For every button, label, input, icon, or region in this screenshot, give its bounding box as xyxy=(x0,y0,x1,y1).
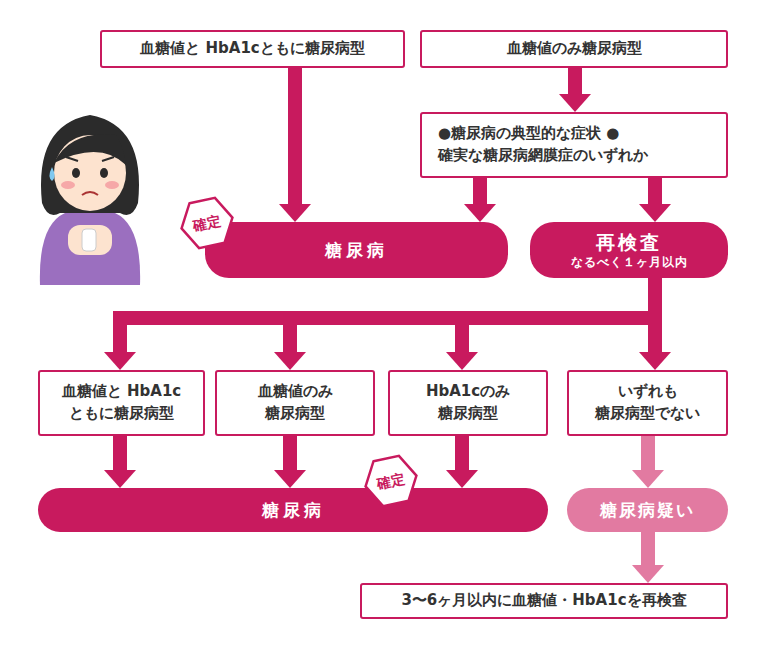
arrow-head xyxy=(104,352,136,370)
node-text: HbA1cのみ 糖尿病型 xyxy=(400,381,536,425)
node-text: 血糖値と HbA1c ともに糖尿病型 xyxy=(50,381,193,425)
node-text: 再検査 xyxy=(596,230,662,255)
node-text: 糖尿病疑い xyxy=(600,498,695,523)
retest-band: 再検査なるべく１ヶ月以内 xyxy=(530,222,728,278)
arrow-head xyxy=(274,352,306,370)
hands xyxy=(68,225,112,255)
hair xyxy=(41,115,139,215)
arrow-head xyxy=(632,565,664,583)
arrow-head xyxy=(639,352,671,370)
hexagon xyxy=(177,195,237,251)
arrow-head xyxy=(632,470,664,488)
sweater xyxy=(40,213,140,285)
arrow-head xyxy=(446,470,478,488)
flow-arrow xyxy=(632,435,664,488)
criteria-box: 血糖値のみ糖尿病型 xyxy=(420,30,728,68)
diagnosis-band: 糖尿病 xyxy=(205,222,508,278)
flow-arrow xyxy=(639,177,671,222)
node-text: いずれも 糖尿病型でない xyxy=(579,381,716,425)
node-text: 血糖値のみ 糖尿病型 xyxy=(227,381,363,425)
arrow-shaft xyxy=(462,277,655,353)
face xyxy=(54,135,126,211)
arrow-head xyxy=(279,204,311,222)
arrow-shaft xyxy=(568,67,582,95)
arrow-shaft xyxy=(290,277,655,353)
result-box: 血糖値と HbA1c ともに糖尿病型 xyxy=(38,370,205,436)
retest-note-box: 3〜6ヶ月以内に血糖値・HbA1cを再検査 xyxy=(360,583,728,619)
eyebrows xyxy=(66,157,114,161)
confirm-badge: 確定 xyxy=(180,198,234,248)
cheek xyxy=(105,181,119,189)
flow-arrow xyxy=(446,277,655,370)
criteria-box: 血糖値と HbA1cともに糖尿病型 xyxy=(100,30,405,68)
suspect-band: 糖尿病疑い xyxy=(567,488,728,532)
flow-arrow xyxy=(104,277,655,370)
worried-woman-illustration xyxy=(20,85,160,290)
arrow-head xyxy=(104,470,136,488)
arrow-shaft xyxy=(113,435,127,471)
arrow-head xyxy=(464,204,496,222)
hexagon xyxy=(361,453,421,509)
node-text: 3〜6ヶ月以内に血糖値・HbA1cを再検査 xyxy=(401,590,686,612)
arrow-shaft xyxy=(641,435,655,471)
flow-arrow xyxy=(639,277,671,370)
eye xyxy=(100,168,108,178)
confirm-badge: 確定 xyxy=(363,456,419,506)
fringe xyxy=(54,134,126,165)
flow-arrow xyxy=(279,67,311,222)
flow-arrow xyxy=(559,67,591,112)
arrow-shaft xyxy=(473,177,487,205)
flow-arrow xyxy=(464,177,496,222)
flow-arrow xyxy=(274,277,655,370)
arrow-shaft xyxy=(641,531,655,566)
mouth xyxy=(82,192,98,195)
condition-box: ●糖尿病の典型的な症状 ●確実な糖尿病網膜症のいずれか xyxy=(420,112,728,178)
arrow-head xyxy=(559,94,591,112)
node-text: 血糖値のみ糖尿病型 xyxy=(507,38,642,60)
arrow-shaft xyxy=(288,67,302,205)
flow-arrow xyxy=(446,435,478,488)
node-text: なるべく１ヶ月以内 xyxy=(571,255,688,271)
arrow-head xyxy=(274,470,306,488)
flow-arrow xyxy=(632,531,664,583)
flow-arrow xyxy=(274,435,306,488)
node-text: 糖尿病 xyxy=(325,238,388,263)
result-box: 血糖値のみ 糖尿病型 xyxy=(215,370,375,436)
eye xyxy=(72,168,80,178)
diagnosis-band: 糖尿病 xyxy=(38,488,548,532)
arrow-shaft xyxy=(648,177,662,205)
arrow-shaft xyxy=(283,435,297,471)
arrow-head xyxy=(639,204,671,222)
flow-arrow xyxy=(104,435,136,488)
sweat-drop xyxy=(50,167,55,181)
arrow-shaft xyxy=(648,277,662,353)
node-text: ●糖尿病の典型的な症状 ●確実な糖尿病網膜症のいずれか xyxy=(438,123,710,167)
node-text: 血糖値と HbA1cともに糖尿病型 xyxy=(140,38,364,60)
tissue xyxy=(82,229,96,251)
result-box: いずれも 糖尿病型でない xyxy=(567,370,728,436)
arrow-shaft xyxy=(120,277,655,353)
cheek xyxy=(61,181,75,189)
result-box: HbA1cのみ 糖尿病型 xyxy=(388,370,548,436)
arrow-head xyxy=(446,352,478,370)
arrow-shaft xyxy=(455,435,469,471)
node-text: 糖尿病 xyxy=(262,498,325,523)
